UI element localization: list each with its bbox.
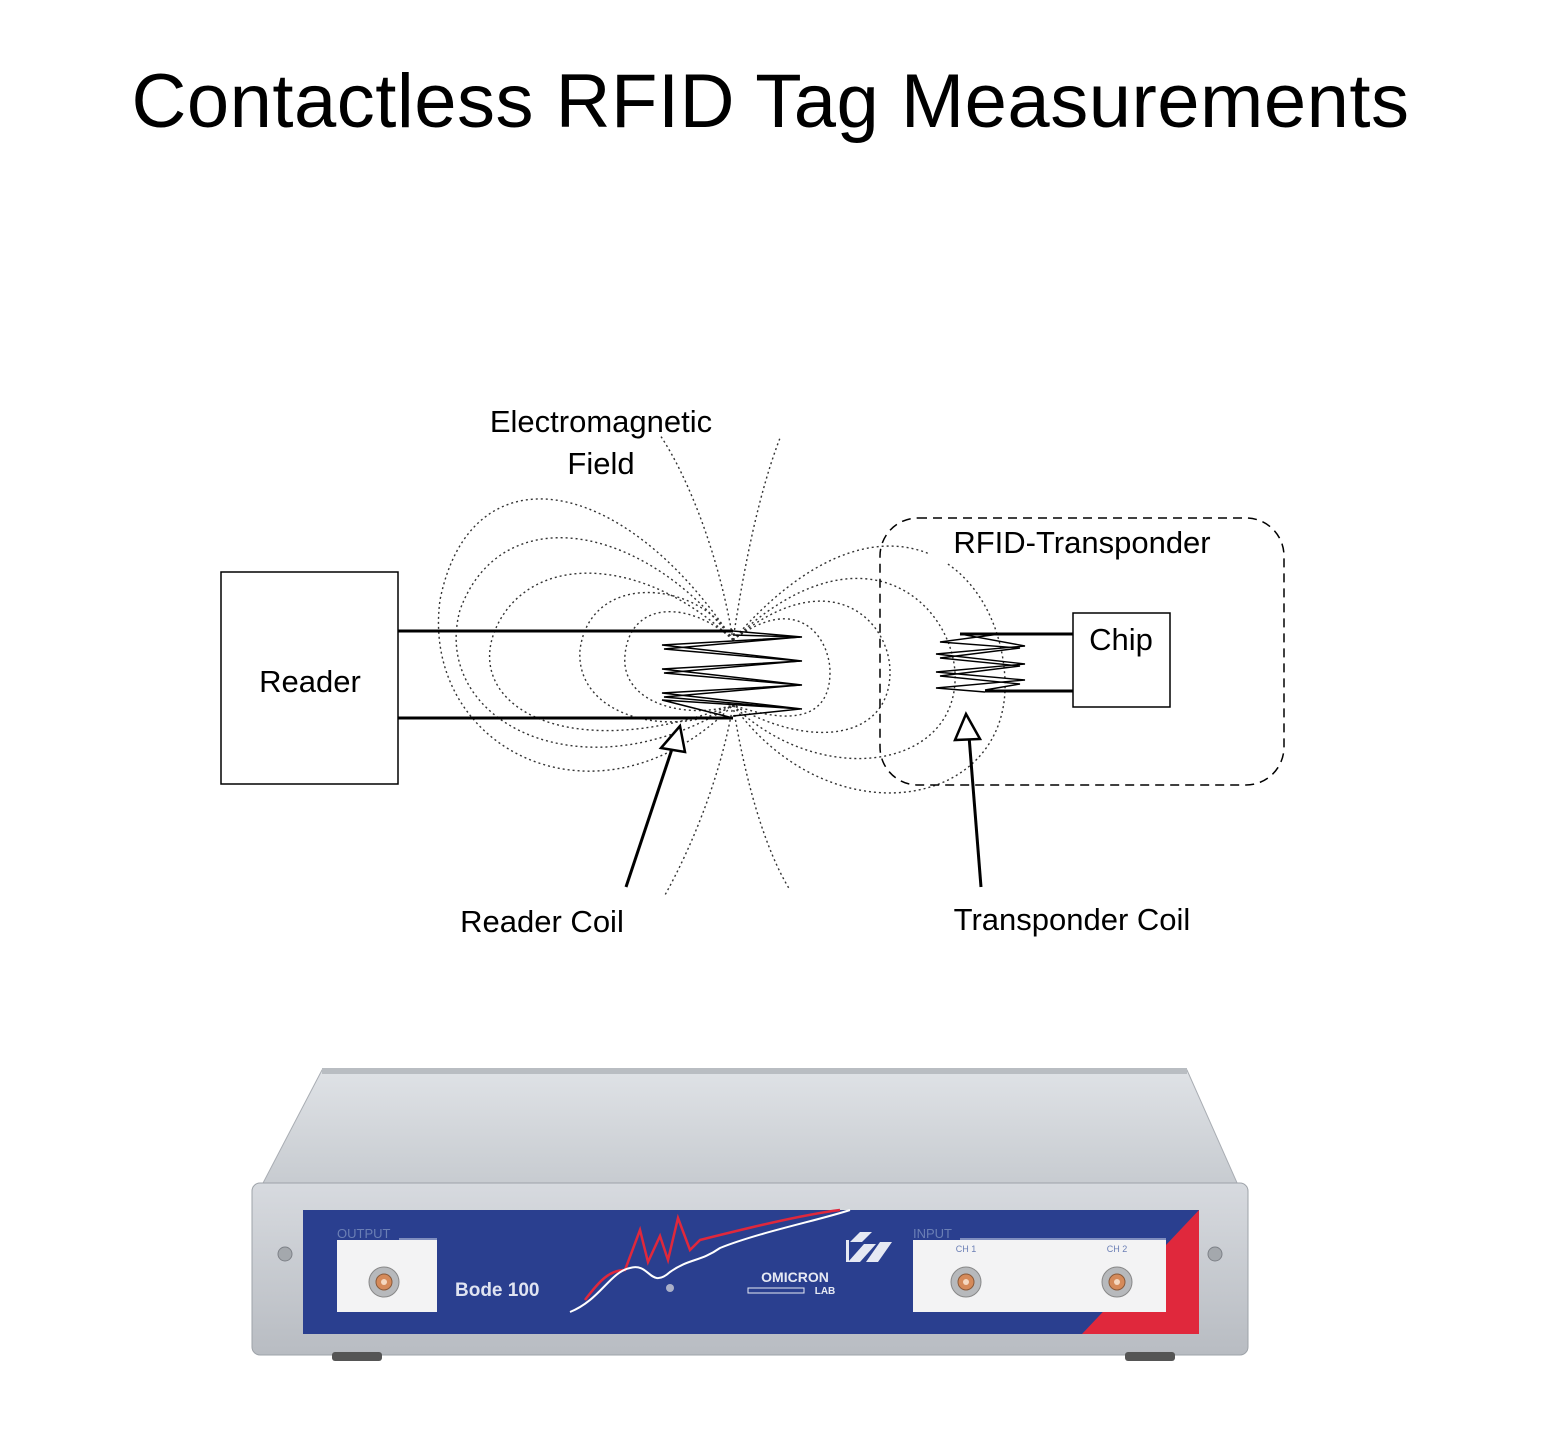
- ch2-label: CH 2: [1107, 1244, 1128, 1254]
- omicron-logo: OMICRON LAB: [747, 1232, 892, 1297]
- electromagnetic-field-lines: [437, 434, 1006, 896]
- device-top: [261, 1069, 1239, 1186]
- reader-box: [220, 571, 399, 785]
- ch1-bnc-connector[interactable]: [950, 1266, 982, 1298]
- field-label-line1: Electromagnetic: [490, 404, 712, 439]
- chip-label: Chip: [1089, 622, 1153, 657]
- output-bnc-connector[interactable]: [368, 1266, 400, 1298]
- screw-left-icon: [277, 1246, 293, 1262]
- input-label: INPUT: [913, 1226, 952, 1241]
- chip-box: [1072, 612, 1171, 708]
- output-label: OUTPUT: [337, 1226, 391, 1241]
- reader-coil: [661, 630, 803, 719]
- transponder-box: [879, 517, 1285, 786]
- field-label-line2: Field: [567, 446, 634, 481]
- model-name: Bode 100: [455, 1280, 539, 1301]
- ch2-bnc-connector[interactable]: [1101, 1266, 1133, 1298]
- page-title: Contactless RFID Tag Measurements: [131, 59, 1410, 144]
- transponder-coil-arrow: [953, 711, 983, 888]
- transponder-label: RFID-Transponder: [953, 525, 1210, 560]
- transponder-coil: [935, 633, 1026, 693]
- frequency-response-curve-white: [569, 1209, 851, 1313]
- transponder-coil-label: Transponder Coil: [954, 902, 1191, 937]
- screw-right-icon: [1207, 1246, 1223, 1262]
- reader-coil-label: Reader Coil: [460, 904, 624, 939]
- transponder-label-bg: [928, 525, 1238, 563]
- frequency-response-curve-red: [584, 1208, 841, 1301]
- bode-100-device: OUTPUT INPUT CH 1 CH 2 Bode 100: [251, 1068, 1249, 1361]
- brand-sub: LAB: [815, 1286, 836, 1297]
- reader-label: Reader: [259, 664, 361, 699]
- ch1-label: CH 1: [956, 1244, 977, 1254]
- device-foot-right: [1125, 1352, 1175, 1361]
- brand-name: OMICRON: [761, 1269, 829, 1285]
- reader-coil-arrow: [624, 723, 687, 888]
- status-led-icon: [666, 1284, 674, 1292]
- device-foot-left: [332, 1352, 382, 1361]
